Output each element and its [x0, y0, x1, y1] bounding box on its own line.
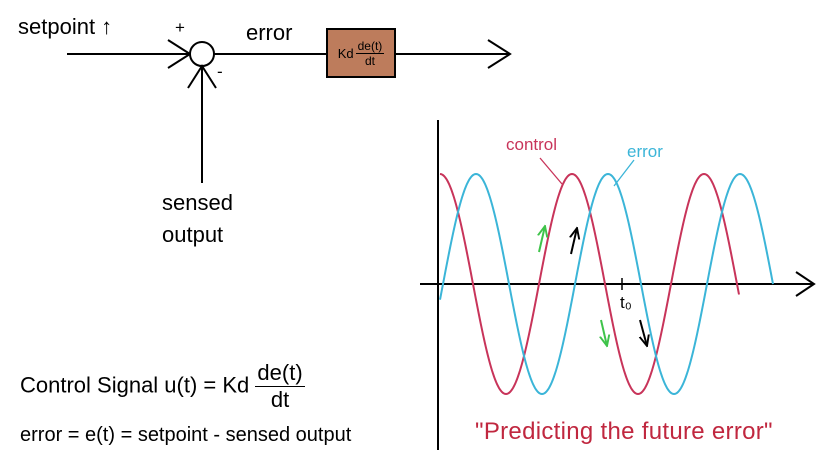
plus-sign: + — [175, 18, 185, 37]
t0-label: t₀ — [620, 293, 632, 312]
series-error-line — [439, 172, 774, 396]
black-arrow-down — [640, 319, 647, 346]
minus-sign: - — [217, 62, 223, 81]
control-label-leader — [539, 157, 563, 185]
green-arrow-down — [601, 319, 607, 346]
block-numerator: de(t) — [355, 38, 385, 54]
chart-caption: "Predicting the future error" — [475, 418, 773, 445]
summing-junction — [189, 41, 215, 67]
feedback-arrowhead — [187, 64, 217, 89]
block-fraction: de(t) dt — [355, 38, 385, 68]
output-arrowhead — [487, 39, 512, 69]
control-signal-prefix: Control Signal u(t) = Kd — [20, 372, 250, 398]
control-signal-denominator: dt — [270, 387, 290, 412]
block-denominator: dt — [364, 53, 375, 68]
derivative-block: Kd de(t) dt — [326, 28, 396, 78]
control-signal-numerator: de(t) — [255, 360, 305, 387]
error-definition-formula: error = e(t) = setpoint - sensed output — [20, 424, 352, 446]
block-kd-prefix: Kd — [337, 45, 354, 61]
error-series-label: error — [627, 142, 663, 161]
control-signal-fraction: de(t) dt — [255, 360, 305, 413]
setpoint-label: setpoint ↑ — [18, 14, 113, 39]
sensed-output-label-line2: output — [162, 222, 224, 247]
green-arrow-up — [539, 226, 545, 253]
control-series-label: control — [506, 135, 557, 154]
black-arrow-up — [571, 228, 577, 255]
x-axis-arrowhead — [795, 271, 816, 297]
error-label: error — [246, 20, 293, 45]
error-label-leader — [613, 159, 635, 187]
sensed-output-label-line1: sensed — [162, 190, 233, 215]
control-signal-formula: Control Signal u(t) = Kd de(t) dt — [20, 360, 305, 413]
